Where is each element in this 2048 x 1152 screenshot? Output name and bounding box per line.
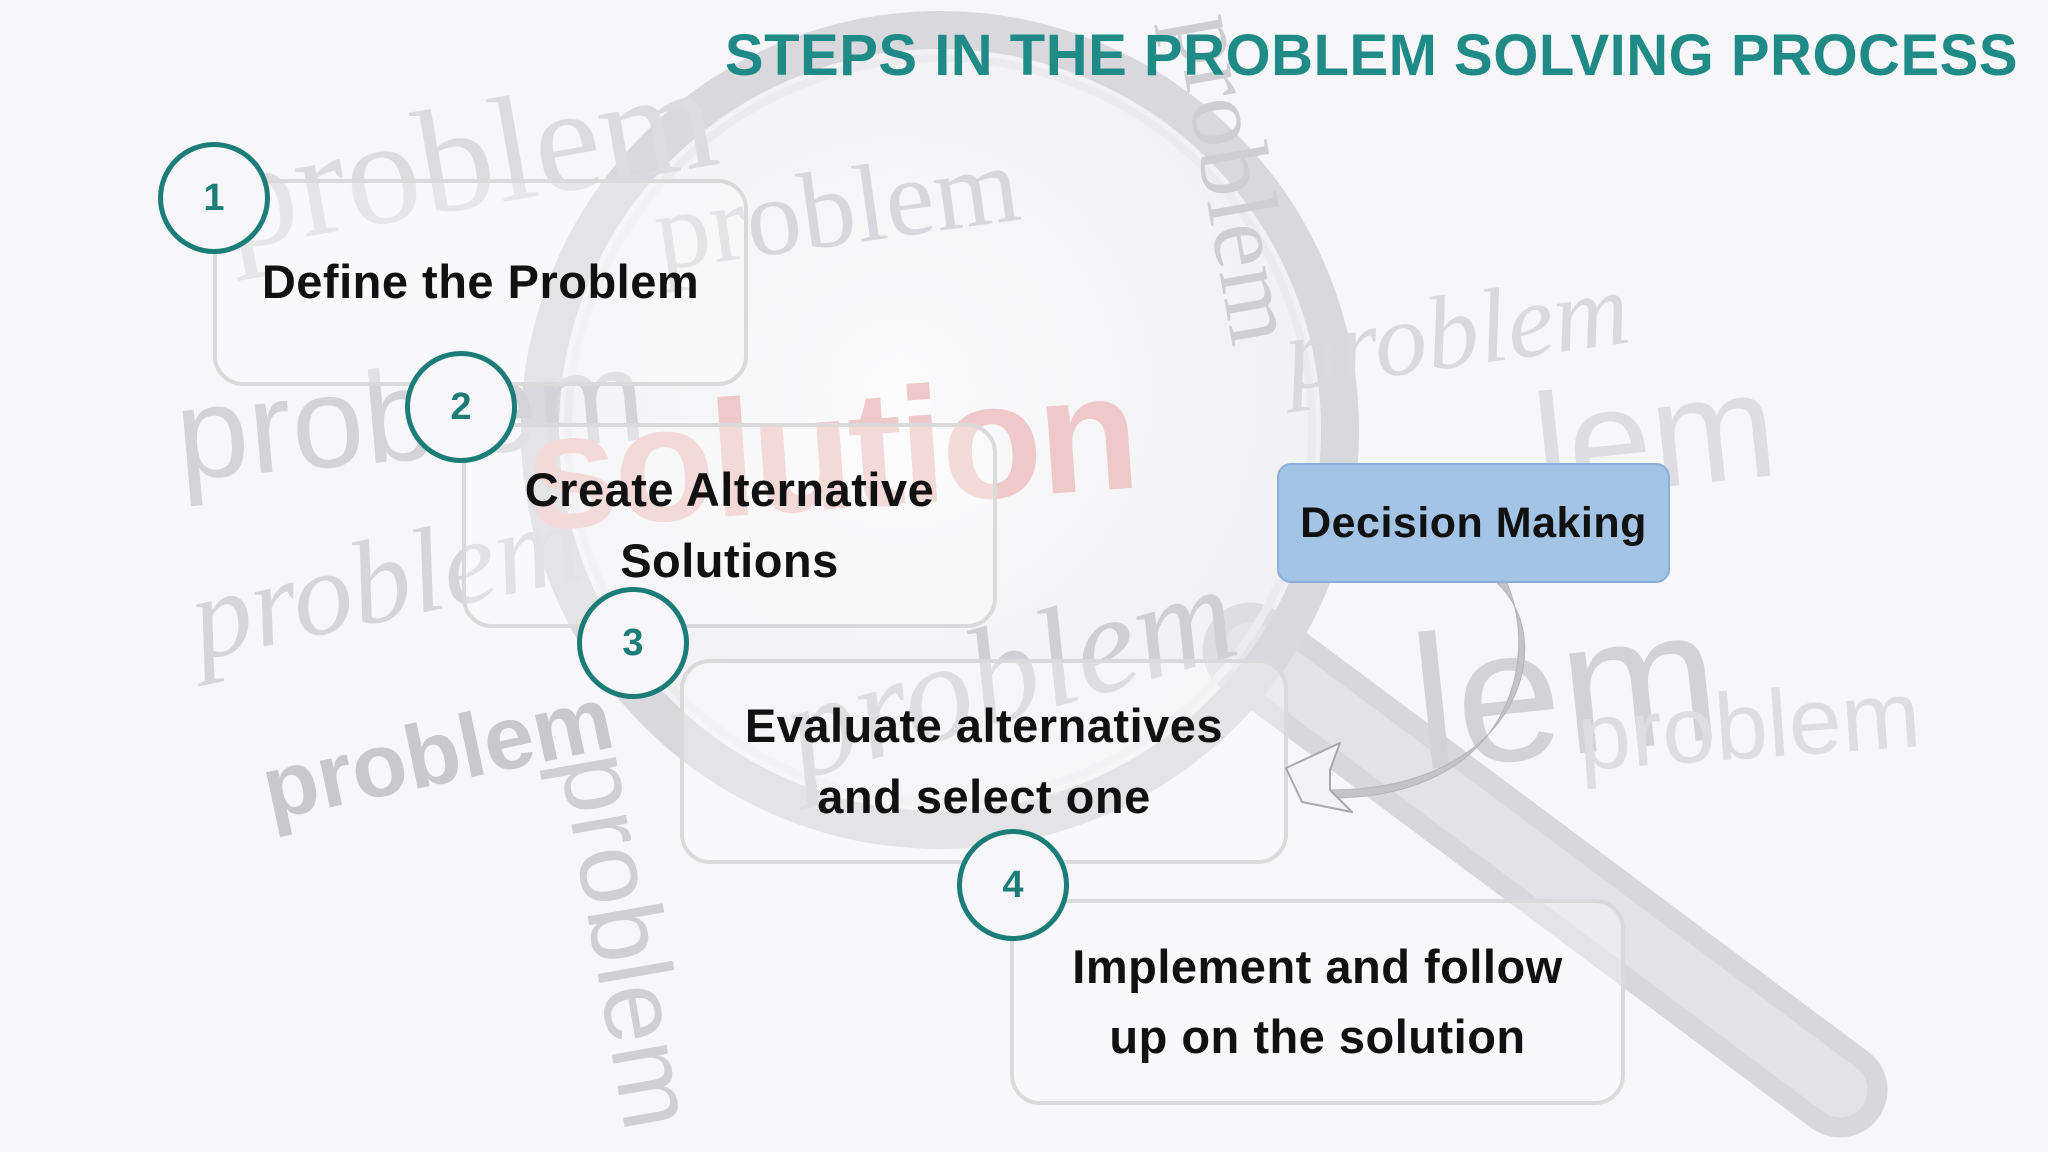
step-number-3: 3 xyxy=(577,587,689,699)
step-label-line: Evaluate alternatives xyxy=(744,699,1224,752)
magnifier-lens xyxy=(521,11,1359,849)
step-box-1: Define the Problem xyxy=(213,179,748,386)
step-box-3: Evaluate alternatives and select one xyxy=(680,659,1288,864)
step-label: Define the Problem xyxy=(262,247,699,318)
step-box-2: Create Alternative Solutions xyxy=(462,423,997,628)
step-label: Evaluate alternatives and select one xyxy=(745,691,1223,832)
step-label-line: up on the solution xyxy=(1109,1010,1526,1063)
bg-word: problem xyxy=(1574,661,1924,791)
step-label-line: Solutions xyxy=(620,533,839,587)
page-title: STEPS IN THE PROBLEM SOLVING PROCESS xyxy=(724,23,2018,88)
step-number-1: 1 xyxy=(158,142,270,254)
step-label-line: Create Alternative xyxy=(524,463,935,516)
bg-word-solution: solution xyxy=(520,339,1141,565)
step-number-2: 2 xyxy=(405,351,517,463)
step-label: Create Alternative Solutions xyxy=(525,455,935,596)
step-label-line: Define the Problem xyxy=(261,255,700,309)
step-number-4: 4 xyxy=(957,829,1069,941)
step-label: Implement and follow up on the solution xyxy=(1072,932,1562,1073)
decision-making-box: Decision Making xyxy=(1277,463,1670,583)
step-label-line: and select one xyxy=(817,769,1151,823)
step-box-4: Implement and follow up on the solution xyxy=(1010,899,1625,1105)
step-label-line: Implement and follow xyxy=(1072,939,1563,993)
